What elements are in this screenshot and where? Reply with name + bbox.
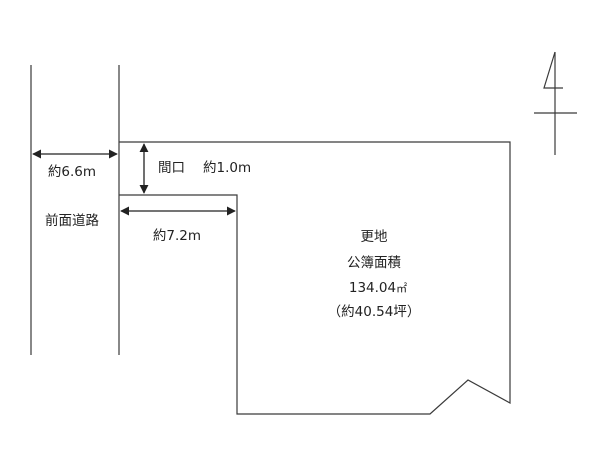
area-value-label: 134.04㎡ bbox=[348, 280, 408, 296]
frontage-label: 間口約1.0m bbox=[158, 160, 252, 176]
road-label: 前面道路 bbox=[45, 213, 99, 229]
access-length-label: 約7.2m bbox=[152, 228, 202, 244]
lot-outline bbox=[119, 141, 511, 415]
road-width-label: 約6.6m bbox=[47, 164, 97, 180]
north-arrow-icon bbox=[534, 51, 577, 155]
area-title-label: 公簿面積 bbox=[347, 255, 401, 271]
lot-status-label: 更地 bbox=[360, 229, 388, 245]
area-tsubo-label: （約40.54坪） bbox=[327, 304, 421, 320]
